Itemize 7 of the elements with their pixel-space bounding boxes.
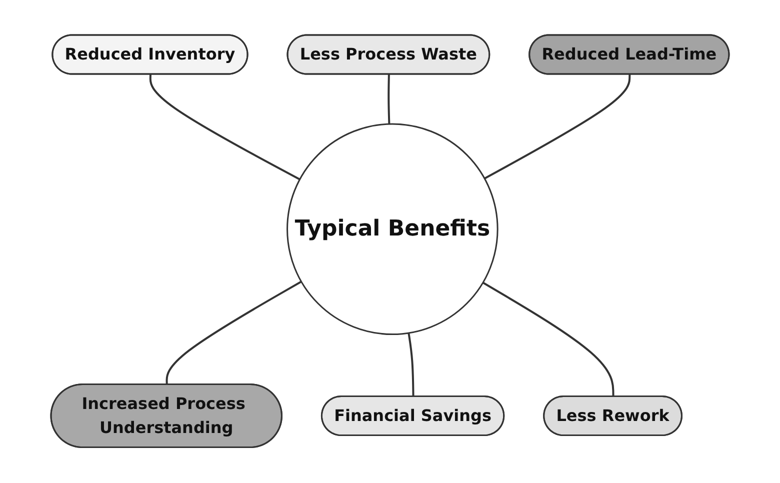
connector [166,281,302,386]
connector [408,333,414,398]
node-circle: Typical Benefits [286,124,498,336]
connector [482,282,614,398]
connector [149,74,300,181]
connector [388,74,390,124]
connector [484,74,631,180]
